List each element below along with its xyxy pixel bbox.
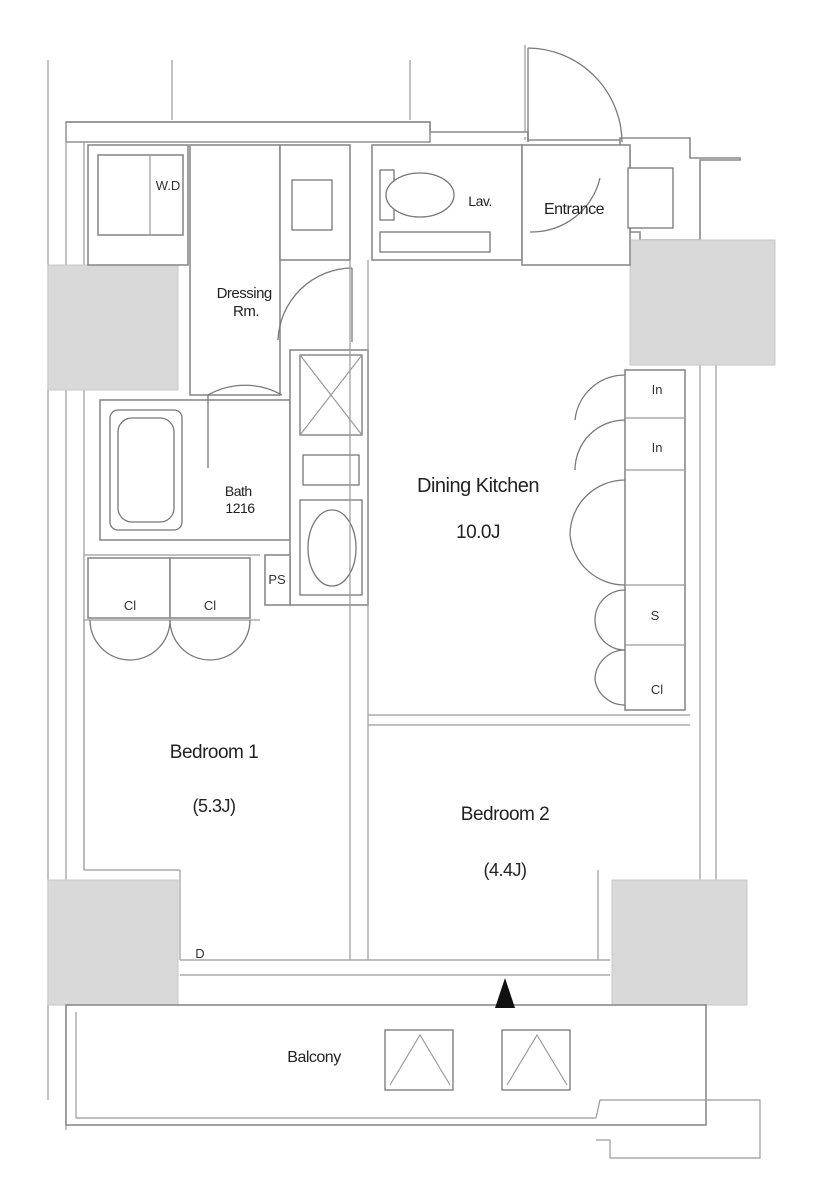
room-size-bedroom1: (5.3J) bbox=[192, 796, 235, 816]
toilet-icon bbox=[379, 169, 491, 253]
service-block bbox=[87, 144, 674, 396]
balcony-area bbox=[65, 1004, 761, 1159]
room-label-balcony: Balcony bbox=[287, 1049, 341, 1066]
fixture-label-cl1: Cl bbox=[124, 598, 136, 613]
bath-block bbox=[99, 384, 291, 541]
kitchen-strip bbox=[264, 349, 369, 606]
fixture-label-in1: In bbox=[652, 382, 663, 397]
column-top-right bbox=[629, 239, 776, 366]
entrance-door-icon bbox=[527, 47, 623, 143]
bedroom1-closets bbox=[87, 557, 251, 661]
room-label-entrance: Entrance bbox=[544, 201, 605, 218]
room-label-line: 1216 bbox=[225, 500, 255, 516]
room-label-bedroom2: Bedroom 2 bbox=[461, 804, 549, 825]
fixture-label-cl3: Cl bbox=[651, 682, 663, 697]
room-size-dining-kitchen: 10.0J bbox=[456, 522, 500, 543]
room-label-lav: Lav. bbox=[468, 193, 491, 209]
room-label-dining-kitchen: Dining Kitchen bbox=[417, 475, 539, 497]
room-label-bedroom1: Bedroom 1 bbox=[170, 742, 258, 763]
room-label-dressing: Dressing Rm. bbox=[217, 285, 276, 320]
room-label-bath: Bath 1216 bbox=[225, 483, 255, 516]
fixture-label-wd: W.D bbox=[156, 178, 181, 193]
sink-icon bbox=[307, 509, 357, 587]
outdoor-unit-icon bbox=[501, 1029, 571, 1091]
column-bottom-left bbox=[47, 879, 179, 1006]
column-bottom-right bbox=[611, 879, 748, 1006]
room-label-line: Rm. bbox=[233, 303, 259, 320]
fixture-label-in2: In bbox=[652, 440, 663, 455]
dressing-door-icon bbox=[277, 267, 353, 341]
fixture-label-d: D bbox=[195, 946, 204, 961]
fixture-label-s: S bbox=[651, 608, 660, 623]
fixture-label-ps: PS bbox=[268, 572, 286, 587]
dk-cabinets bbox=[569, 369, 686, 711]
main-entry-arrow-icon bbox=[495, 978, 515, 1008]
room-size-bedroom2: (4.4J) bbox=[483, 860, 526, 880]
fixture-label-cl2: Cl bbox=[204, 598, 216, 613]
interior-walls bbox=[83, 260, 690, 976]
column-top-left bbox=[47, 264, 179, 391]
outdoor-unit-icon bbox=[384, 1029, 454, 1091]
